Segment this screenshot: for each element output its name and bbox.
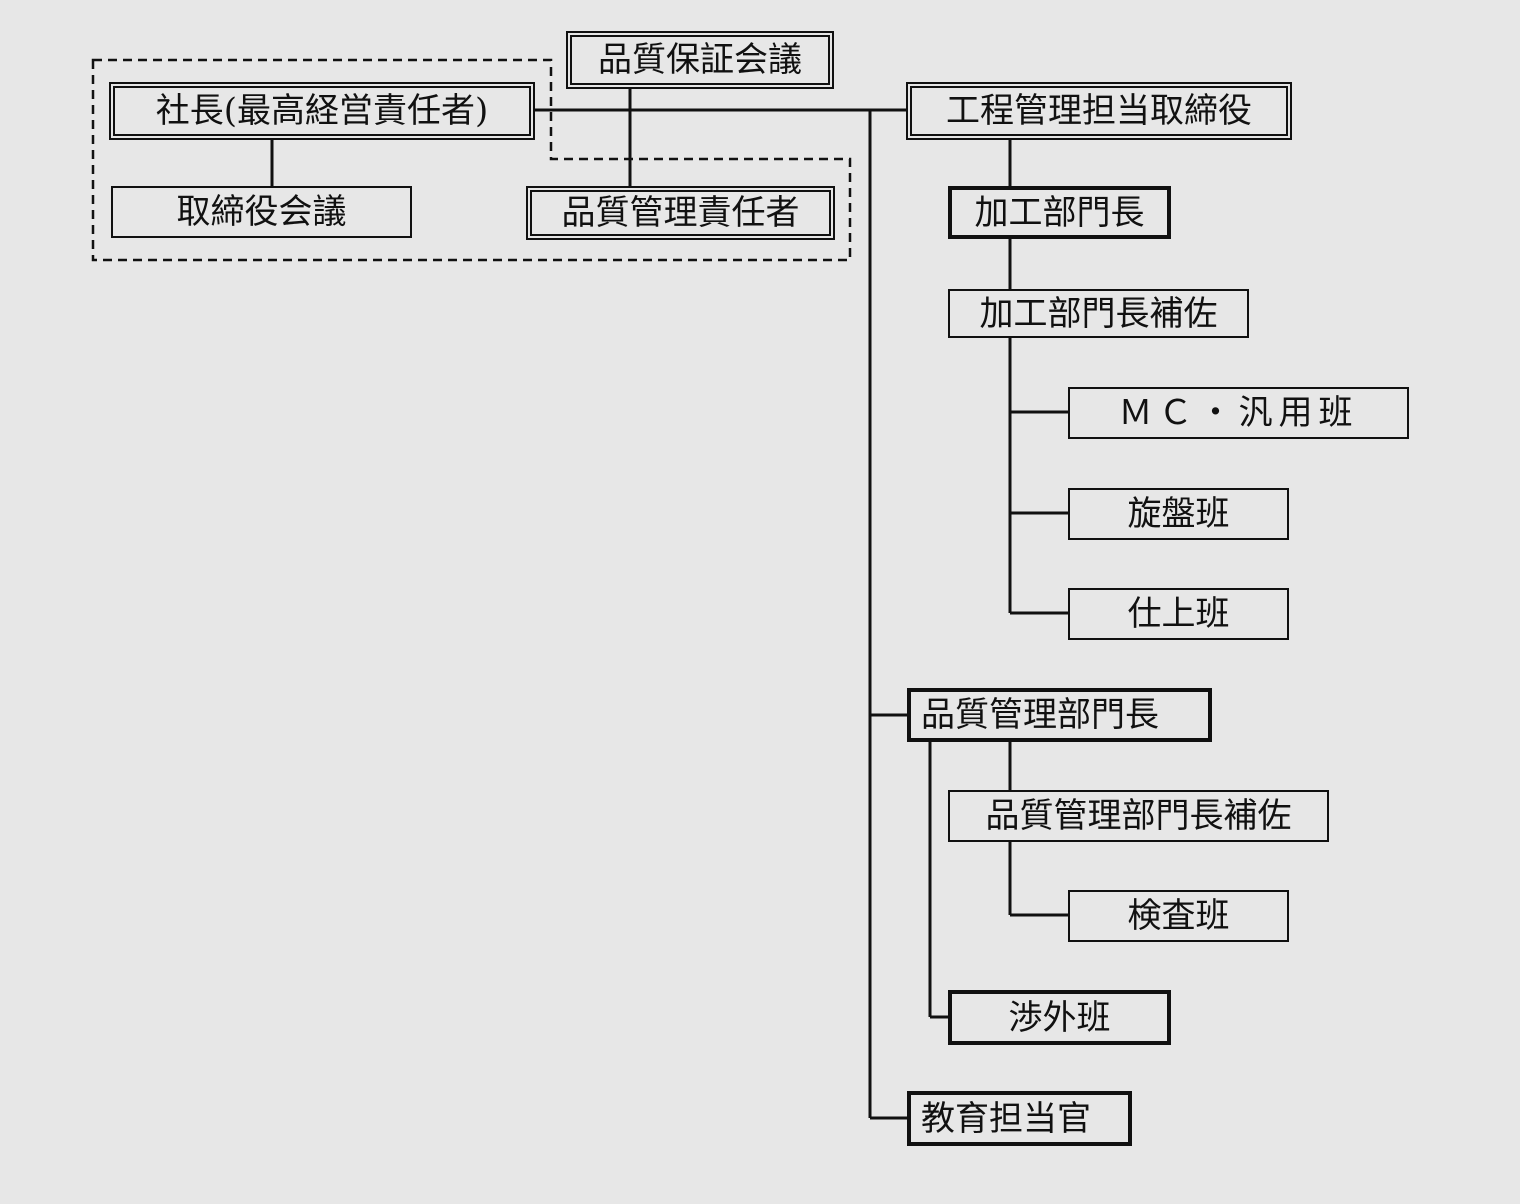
qm-responsible-box: 品質管理責任者	[526, 186, 835, 240]
qc-assistant-box: 品質管理部門長補佐	[948, 790, 1329, 842]
machining-assistant-box: 加工部門長補佐	[948, 289, 1249, 338]
mc-general-team-box: ＭＣ・汎用班	[1068, 387, 1409, 439]
inspection-team-box: 検査班	[1068, 890, 1289, 942]
machining-assistant-label: 加工部門長補佐	[979, 293, 1218, 334]
education-officer-box: 教育担当官	[907, 1091, 1132, 1146]
qc-head-label: 品質管理部門長	[921, 695, 1159, 735]
finishing-team-box: 仕上班	[1068, 588, 1289, 640]
top-management-group-outline	[91, 58, 852, 262]
qa-meeting-label: 品質保証会議	[598, 40, 802, 80]
lathe-team-label: 旋盤班	[1127, 494, 1230, 534]
board-meeting-box: 取締役会議	[111, 186, 412, 238]
inspection-team-label: 検査班	[1127, 896, 1230, 936]
lathe-team-box: 旋盤班	[1068, 488, 1289, 540]
process-director-label: 工程管理担当取締役	[946, 91, 1252, 131]
qc-assistant-label: 品質管理部門長補佐	[985, 796, 1292, 836]
liaison-team-box: 渉外班	[948, 990, 1171, 1045]
finishing-team-label: 仕上班	[1127, 594, 1230, 634]
mc-general-team-label: ＭＣ・汎用班	[1118, 393, 1359, 433]
president-label: 社長(最高経営責任者)	[155, 91, 489, 131]
board-meeting-label: 取締役会議	[176, 192, 347, 232]
machining-head-label: 加工部門長	[974, 192, 1145, 233]
liaison-team-label: 渉外班	[1008, 997, 1111, 1038]
education-officer-label: 教育担当官	[921, 1098, 1091, 1139]
qa-meeting-box: 品質保証会議	[566, 31, 834, 89]
president-box: 社長(最高経営責任者)	[109, 82, 535, 140]
machining-head-box: 加工部門長	[948, 186, 1171, 239]
process-director-box: 工程管理担当取締役	[906, 82, 1292, 140]
qm-responsible-label: 品質管理責任者	[561, 193, 800, 233]
qc-head-box: 品質管理部門長	[907, 688, 1212, 742]
